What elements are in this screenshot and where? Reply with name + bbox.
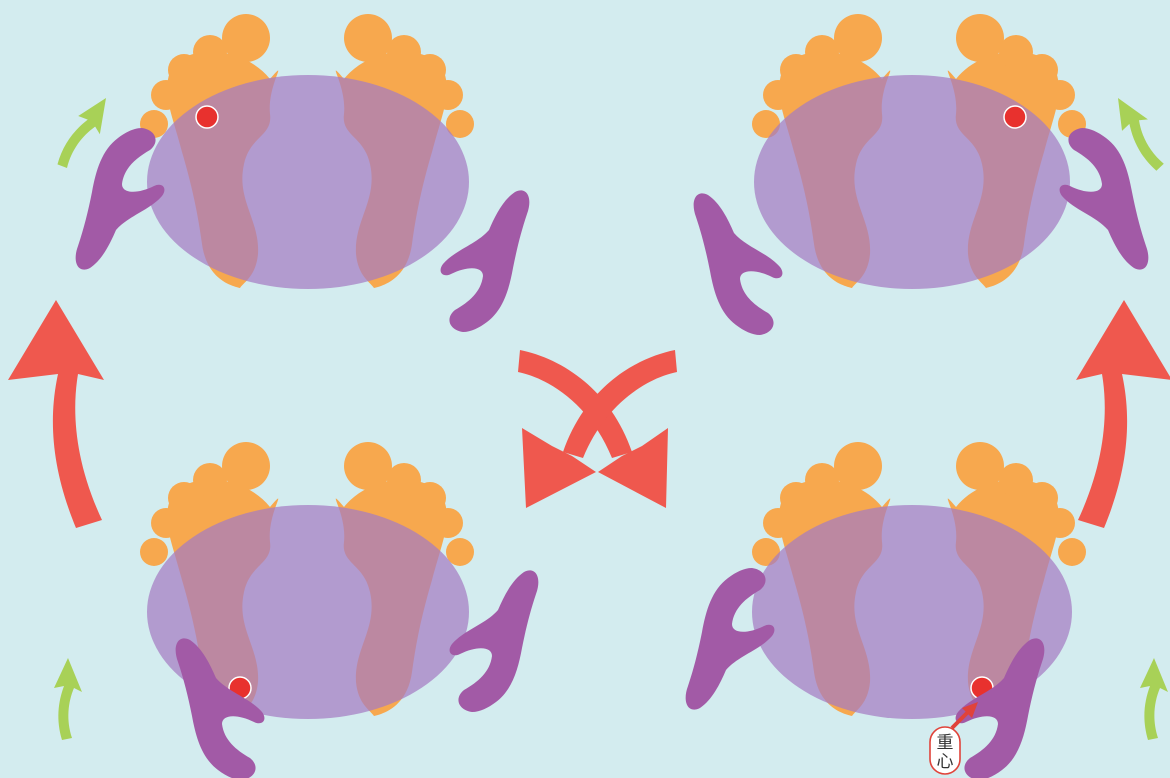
center-of-gravity-dot bbox=[1004, 106, 1026, 128]
pressure-ellipse bbox=[754, 75, 1070, 289]
label-line-1: 重 bbox=[937, 733, 954, 753]
center-of-gravity-dot bbox=[196, 106, 218, 128]
label-line-2: 心 bbox=[937, 752, 954, 772]
pressure-ellipse bbox=[147, 75, 469, 289]
